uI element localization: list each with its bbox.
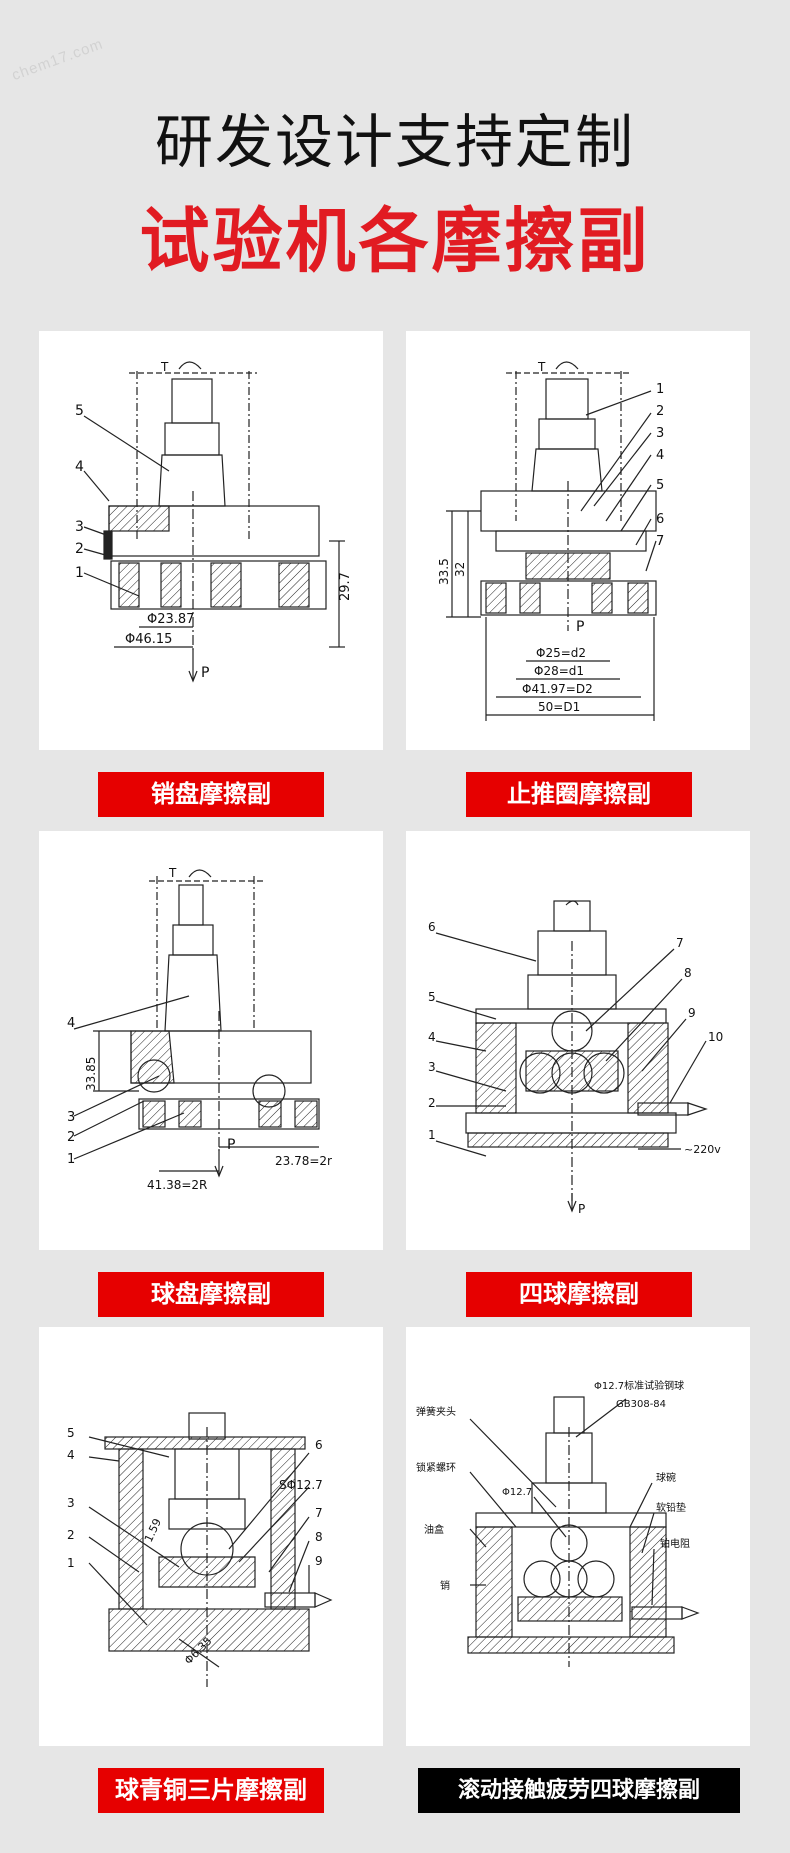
ball-three-plate-drawing: 5 4 3 2 1 6 SΦ12.7 7 8 9 1.59 Φ6.35 xyxy=(67,1412,333,1687)
part-number-4: 4 xyxy=(428,1030,436,1044)
label-platinum-resistor: 铂电阻 xyxy=(660,1537,690,1550)
dimension-D1: 50=D1 xyxy=(538,700,580,714)
rolling-fatigue-drawing: 弹簧夹头 Φ12.7标准试验钢球 GB308-84 锁紧螺环 Φ12.7 球碗 … xyxy=(416,1379,700,1667)
part-number-4: 4 xyxy=(656,448,664,463)
part-number-2: 2 xyxy=(428,1096,436,1110)
part-number-4: 4 xyxy=(75,459,84,475)
part-number-10: 10 xyxy=(708,1030,723,1044)
ball-disk-drawing: T 4 3 2 1 33.85 P 41.38=2R 23.78=2r xyxy=(67,866,332,1192)
label-pin: 销 xyxy=(440,1579,450,1592)
part-number-1: 1 xyxy=(67,1152,75,1167)
part-number-4: 4 xyxy=(67,1448,75,1462)
part-number-3: 3 xyxy=(67,1496,75,1510)
part-number-2: 2 xyxy=(656,404,664,419)
diagram-card-four-ball: 6 5 4 3 2 1 7 8 9 10 ~220v P xyxy=(406,831,750,1250)
label-lock-ring: 锁紧螺环 xyxy=(416,1461,456,1474)
part-number-5: 5 xyxy=(75,403,84,419)
tag-rolling-fatigue: 滚动接触疲劳四球摩擦副 xyxy=(418,1768,740,1813)
label-ball-cup: 球碗 xyxy=(656,1471,676,1484)
dimension-height-inner: 32 xyxy=(453,562,467,577)
dimension-2r: 23.78=2r xyxy=(275,1154,332,1168)
torque-label: T xyxy=(168,866,177,880)
tag-ball-disk: 球盘摩擦副 xyxy=(98,1272,324,1317)
part-number-6: 6 xyxy=(428,920,436,934)
dimension-height-outer: 33.5 xyxy=(437,558,451,585)
part-number-2: 2 xyxy=(67,1130,75,1145)
part-number-8: 8 xyxy=(684,966,692,980)
part-number-1: 1 xyxy=(75,565,84,581)
load-label: P xyxy=(576,619,584,635)
dimension-2R: 41.38=2R xyxy=(147,1178,207,1192)
four-ball-drawing: 6 5 4 3 2 1 7 8 9 10 ~220v P xyxy=(428,900,723,1216)
label-ball-diameter: Φ12.7 xyxy=(502,1487,532,1498)
dimension-d2: Φ25=d2 xyxy=(536,646,586,660)
voltage-label: ~220v xyxy=(684,1143,721,1156)
label-lead-pad: 软铅垫 xyxy=(656,1501,686,1514)
load-label: P xyxy=(578,1202,585,1216)
dimension-height: 29.7 xyxy=(338,572,353,601)
page-title: 研发设计支持定制 xyxy=(154,108,635,176)
diagram-card-thrust-ring: T 1 2 3 4 5 6 7 33.5 32 P Φ25=d2 Φ28=d1 … xyxy=(406,331,750,750)
dimension-angle: 1.59 xyxy=(142,1517,164,1545)
part-number-2: 2 xyxy=(75,541,84,557)
part-number-2: 2 xyxy=(67,1528,75,1542)
part-number-3: 3 xyxy=(75,519,84,535)
part-number-8: 8 xyxy=(315,1530,323,1544)
part-number-1: 1 xyxy=(656,382,664,397)
part-number-3: 3 xyxy=(656,426,664,441)
part-number-5: 5 xyxy=(428,990,436,1004)
dimension-outer-diameter: Φ46.15 xyxy=(125,632,172,647)
part-number-6: 6 xyxy=(315,1438,323,1452)
part-number-5: 5 xyxy=(67,1426,75,1440)
load-label: P xyxy=(201,665,209,681)
label-standard-ball: Φ12.7标准试验钢球 xyxy=(594,1379,684,1392)
part-number-1: 1 xyxy=(428,1128,436,1142)
label-spring-chuck: 弹簧夹头 xyxy=(416,1405,456,1418)
part-number-7: 7 xyxy=(676,936,684,950)
tag-ball-three-plate: 球青铜三片摩擦副 xyxy=(98,1768,324,1813)
label-oil-box: 油盒 xyxy=(424,1523,444,1536)
part-number-7: 7 xyxy=(315,1506,323,1520)
dimension-height: 33.85 xyxy=(84,1057,98,1091)
torque-label: T xyxy=(537,360,546,374)
part-number-7: 7 xyxy=(656,534,664,549)
part-number-9: 9 xyxy=(315,1554,323,1568)
part-number-3: 3 xyxy=(428,1060,436,1074)
thrust-ring-drawing: T 1 2 3 4 5 6 7 33.5 32 P Φ25=d2 Φ28=d1 … xyxy=(437,360,664,721)
diagram-card-ball-three-plate: 5 4 3 2 1 6 SΦ12.7 7 8 9 1.59 Φ6.35 xyxy=(39,1327,383,1746)
part-number-6: 6 xyxy=(656,512,664,527)
label-standard-code: GB308-84 xyxy=(616,1399,666,1410)
part-number-4: 4 xyxy=(67,1016,75,1031)
dimension-inner-diameter: Φ23.87 xyxy=(147,612,194,627)
watermark: chem17.com xyxy=(9,35,106,85)
page-subtitle: 试验机各摩擦副 xyxy=(139,200,651,282)
part-number-3: 3 xyxy=(67,1110,75,1125)
dimension-ball-diameter: SΦ12.7 xyxy=(279,1478,323,1492)
diagram-card-ball-disk: T 4 3 2 1 33.85 P 41.38=2R 23.78=2r xyxy=(39,831,383,1250)
part-number-9: 9 xyxy=(688,1006,696,1020)
diagram-card-rolling-fatigue: 弹簧夹头 Φ12.7标准试验钢球 GB308-84 锁紧螺环 Φ12.7 球碗 … xyxy=(406,1327,750,1746)
torque-label: T xyxy=(160,360,169,374)
tag-four-ball: 四球摩擦副 xyxy=(466,1272,692,1317)
part-number-5: 5 xyxy=(656,478,664,493)
diagram-card-pin-disk: T 5 4 3 2 1 29.7 Φ23.87 Φ46.15 P xyxy=(39,331,383,750)
tag-thrust-ring: 止推圈摩擦副 xyxy=(466,772,692,817)
dimension-d1: Φ28=d1 xyxy=(534,664,584,678)
tag-pin-disk: 销盘摩擦副 xyxy=(98,772,324,817)
part-number-1: 1 xyxy=(67,1556,75,1570)
load-label: P xyxy=(227,1137,235,1153)
dimension-D2: Φ41.97=D2 xyxy=(522,682,593,696)
pin-disk-drawing: T 5 4 3 2 1 29.7 Φ23.87 Φ46.15 P xyxy=(75,360,353,683)
